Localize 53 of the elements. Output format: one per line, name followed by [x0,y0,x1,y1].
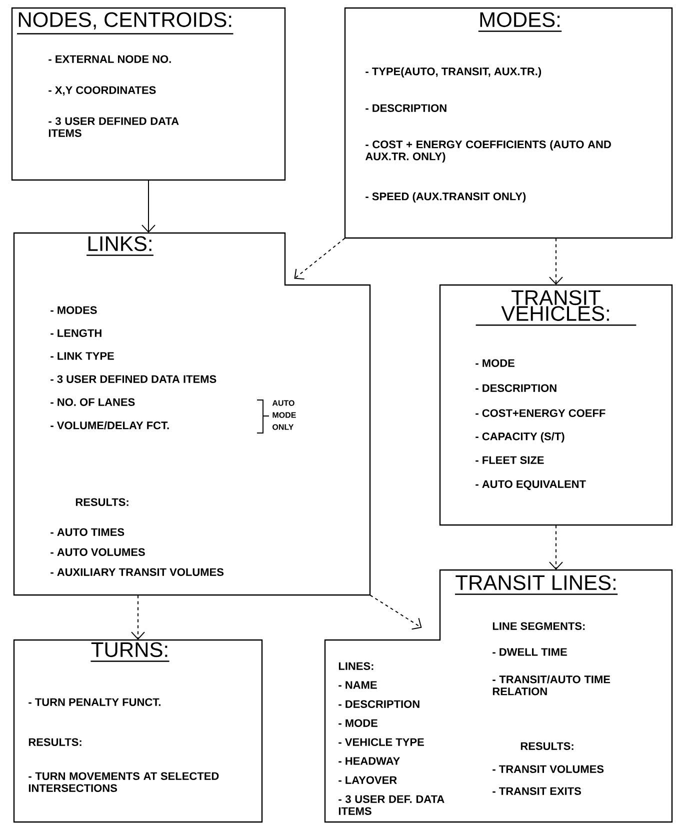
heading: TRANSIT LINES: [455,575,618,595]
list-item: - DESCRIPTION [338,700,420,708]
list-item: - 3 USER DEF. DATA ITEMS [338,795,444,815]
list-item: - NAME [338,681,377,689]
list-item: LINE SEGMENTS: [492,622,585,630]
list-item: - COST+ENERGY COEFF [476,409,606,417]
list-item: - AUTO VOLUMES [50,548,145,556]
list-item: - DESCRIPTION [476,384,556,392]
heading: NODES, CENTROIDS: [17,12,234,34]
list-item: - DESCRIPTION [366,104,446,112]
list-item: - 3 USER DEFINED DATA ITEMS [50,375,216,383]
list-item: - AUTO EQUIVALENT [476,480,586,490]
list-item: - EXTERNAL NODE NO. [48,55,171,63]
list-item: - MODE [338,719,378,727]
arrow [142,180,156,233]
list-item: - VOLUME/DELAY FCT. [50,421,169,430]
list-item: - TURN PENALTY FUNCT. [28,698,160,706]
list-item: - AUTO TIMES [50,528,124,536]
list-item: - TRANSIT/AUTO TIME RELATION [492,675,610,696]
arrow [131,594,145,640]
heading: LINKS: [86,236,154,256]
list-item: - HEADWAY [338,757,400,765]
bracket-note: AUTO MODE ONLY [256,400,296,434]
list-item: - AUXILIARY TRANSIT VOLUMES [50,568,224,576]
list-item: LINES: [338,662,374,670]
arrow [549,524,563,570]
list-item: - TRANSIT EXITS [492,787,581,795]
heading: TURNS: [90,642,170,662]
list-item: - TYPE(AUTO, TRANSIT, AUX.TR.) [366,67,542,78]
list-item: - LINK TYPE [50,352,114,360]
list-item: - 3 USER DEFINED DATA ITEMS [48,117,179,137]
arrow [294,238,346,280]
list-item: - TRANSIT VOLUMES [492,765,604,773]
list-item: - TURN MOVEMENTS AT SELECTED INTERSECTIONS [28,772,219,792]
heading: MODES: [478,12,562,32]
list-item: - MODES [50,306,97,314]
list-item: - LENGTH [50,329,102,337]
list-item: - NO. OF LANES [50,398,135,406]
list-item: - SPEED (AUX.TRANSIT ONLY) [366,192,526,202]
list-item: - COST + ENERGY COEFFICIENTS (AUTO AND AUX.TR. ONLY) [365,140,611,162]
arrow [549,238,563,285]
list-item: - X,Y COORDINATES [48,86,156,96]
list-item: RESULTS: [28,738,82,746]
list-item: - DWELL TIME [492,648,567,656]
list-item: - FLEET SIZE [476,456,544,464]
list-item: - LAYOVER [338,776,397,784]
list-item: - MODE [476,359,514,367]
list-item: RESULTS: [76,498,128,506]
arrow [370,594,422,630]
list-item: - VEHICLE TYPE [338,738,424,746]
list-item: - CAPACITY (S/T) [476,432,564,442]
list-item: RESULTS: [520,742,574,750]
heading: TRANSIT VEHICLES: [476,290,636,326]
